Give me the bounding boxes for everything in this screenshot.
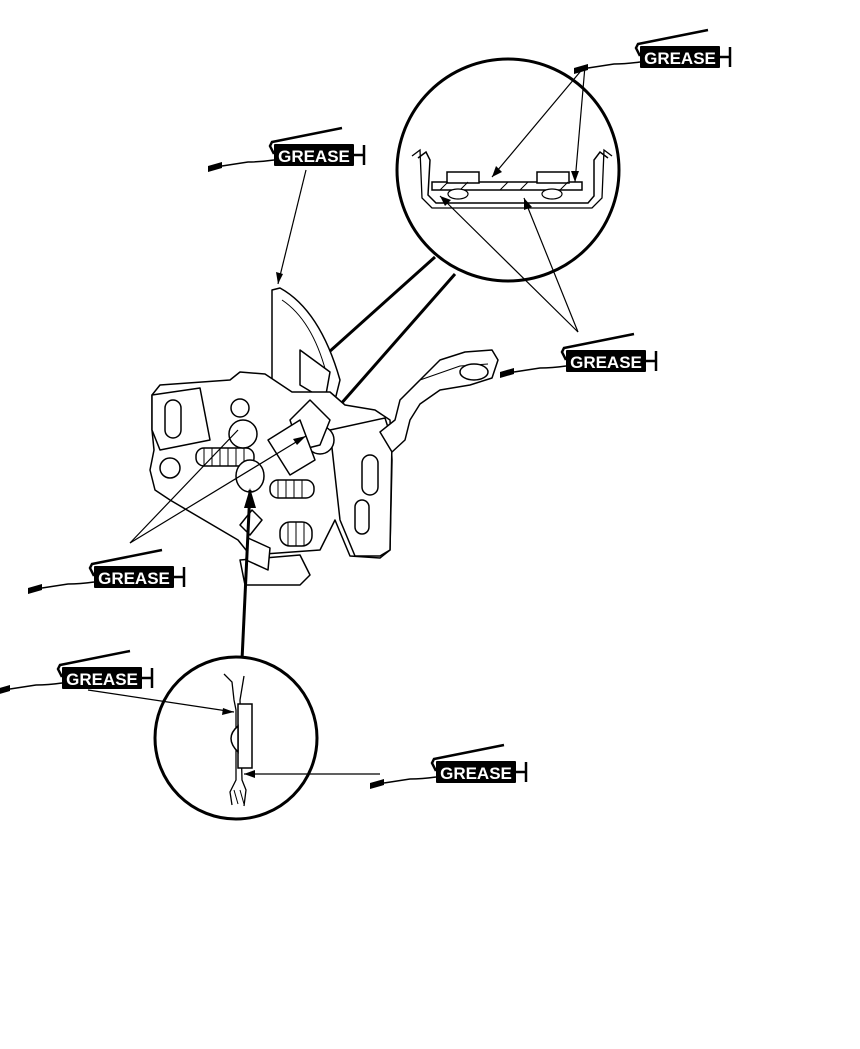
grease-callout-mid-right: GREASE xyxy=(498,332,658,380)
grease-label: GREASE xyxy=(644,49,716,68)
grease-label: GREASE xyxy=(66,670,138,689)
grease-label: GREASE xyxy=(440,764,512,783)
grease-callout-top-right: GREASE xyxy=(572,28,732,76)
grease-label: GREASE xyxy=(278,147,350,166)
hood-latch-assembly xyxy=(149,287,499,586)
grease-callout-left: GREASE xyxy=(26,548,186,596)
grease-callout-bottom-right: GREASE xyxy=(368,743,528,791)
grease-callout-lower-left: GREASE xyxy=(0,649,154,697)
grease-label: GREASE xyxy=(570,353,642,372)
grease-label: GREASE xyxy=(98,569,170,588)
grease-callout-top-left: GREASE xyxy=(206,126,366,174)
top-detail-circle xyxy=(395,57,621,333)
bottom-detail-circle xyxy=(87,655,380,821)
